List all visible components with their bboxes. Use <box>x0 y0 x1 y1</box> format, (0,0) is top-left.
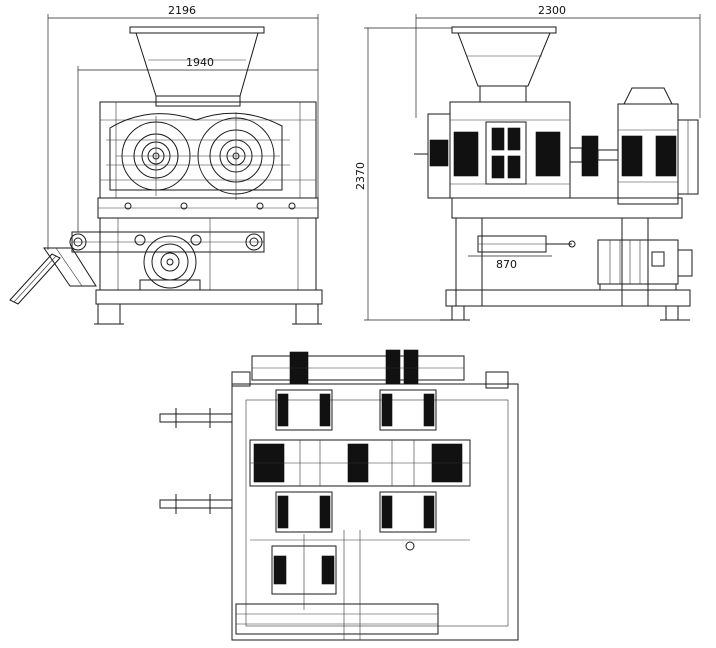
top-corner-brackets <box>231 371 509 389</box>
top-roller-row <box>249 439 471 487</box>
dimension-label-1940: 1940 <box>186 56 214 69</box>
gearbox-housing <box>99 101 317 199</box>
dimension-label-2370: 2370 <box>354 162 367 190</box>
dimension-2196: 2196 <box>47 4 319 250</box>
top-base-rails <box>235 530 439 640</box>
top-bearing-row-1 <box>275 389 437 431</box>
dimension-label-2196: 2196 <box>168 4 196 17</box>
side-conveyor: 870 <box>468 235 576 271</box>
dimension-label-870: 870 <box>496 258 517 271</box>
dimension-1940: 1940 <box>77 56 318 232</box>
lower-frame <box>94 217 323 325</box>
support-beam <box>69 231 265 253</box>
side-left-plate <box>414 113 451 199</box>
front-view: 2196 1940 <box>9 4 323 325</box>
right-roller-wheel <box>192 112 280 200</box>
dimension-2300: 2300 <box>415 4 701 118</box>
hopper <box>129 26 265 107</box>
top-upper-assembly <box>251 349 465 385</box>
upper-base-plate <box>97 197 319 219</box>
frame-bolts <box>124 202 296 210</box>
side-lower-frame <box>440 197 691 321</box>
top-view <box>159 349 519 641</box>
dimension-label-2300: 2300 <box>538 4 566 17</box>
dimension-2370: 2370 <box>354 27 452 321</box>
side-roller-assembly <box>449 101 571 199</box>
side-hopper <box>451 26 557 103</box>
discharge-chute <box>9 247 97 305</box>
side-motor <box>597 239 693 291</box>
left-roller-wheel <box>116 116 196 196</box>
drive-motor <box>134 234 202 291</box>
side-view: 2300 2370 <box>354 4 701 321</box>
side-gearbox <box>617 87 699 205</box>
top-bearing-row-2 <box>275 491 437 533</box>
side-shaft-coupling <box>569 135 619 177</box>
top-left-shafts <box>159 408 233 514</box>
